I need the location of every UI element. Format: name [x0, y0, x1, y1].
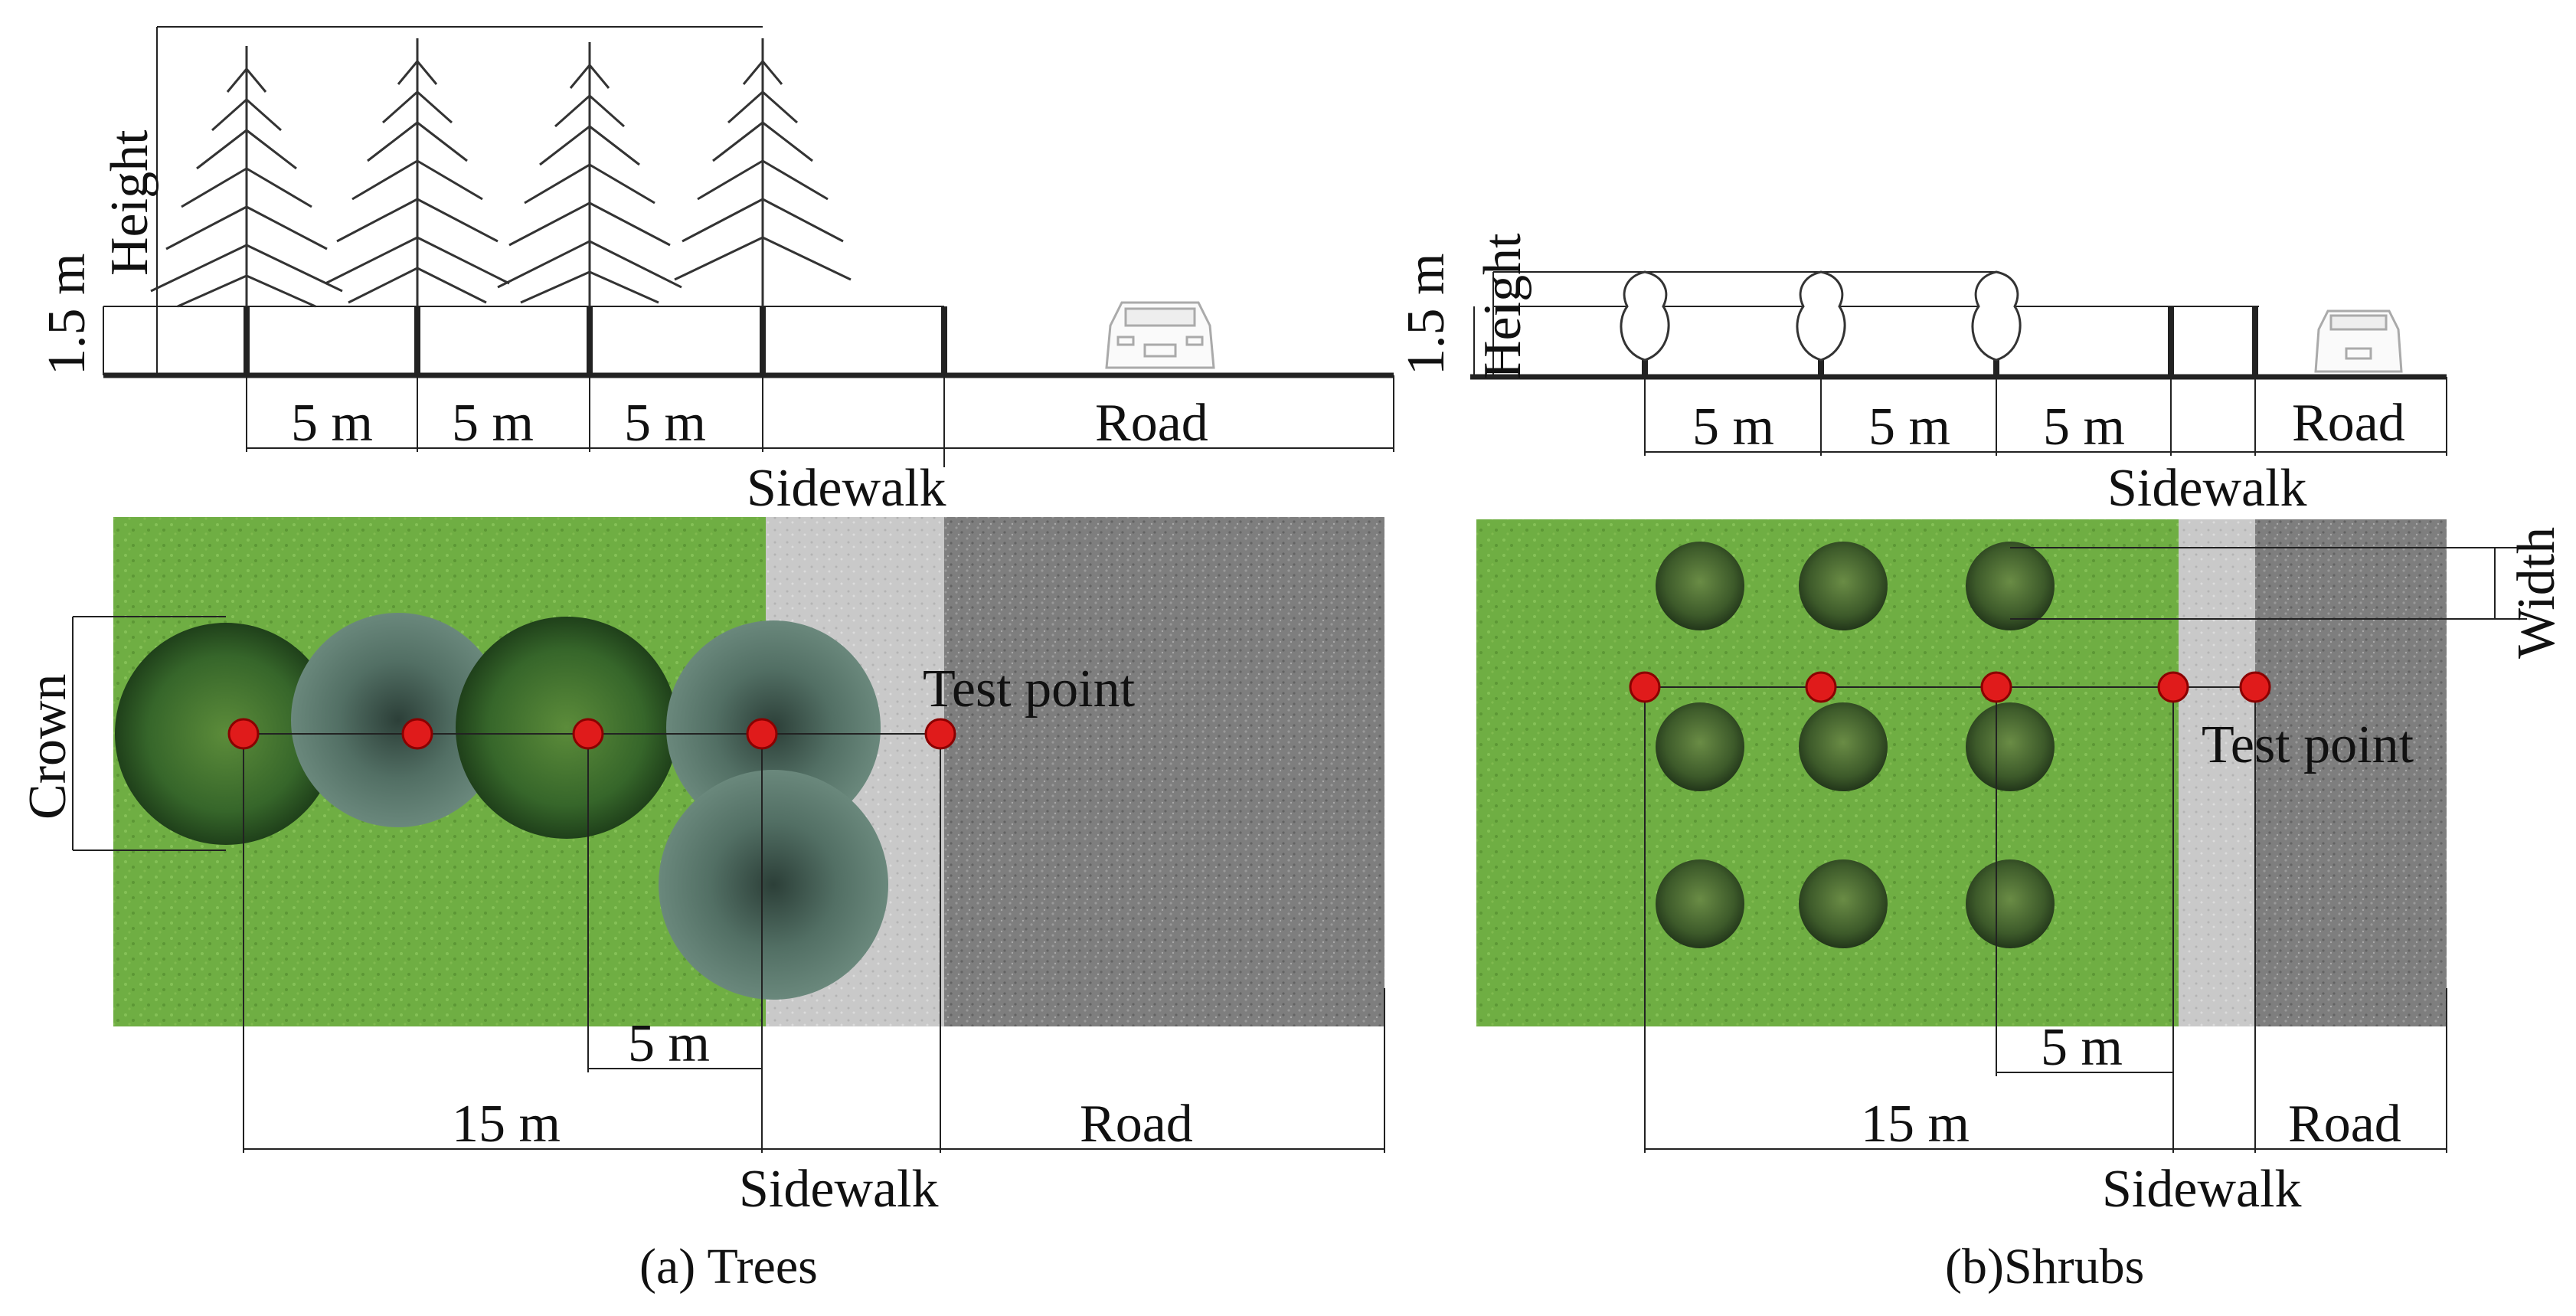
plan-5m-label-b: 5 m [2041, 1018, 2123, 1077]
panel-a-plan [72, 517, 1385, 1153]
panel-a-elevation [103, 26, 1394, 467]
shrub-outline-icon-1 [1620, 270, 1670, 362]
shrub-b-4 [1656, 702, 1744, 791]
sidewalk-label-a-elev: Sidewalk [747, 459, 946, 518]
shrub-b-1 [1656, 542, 1744, 630]
shrub-b-2 [1799, 542, 1888, 630]
conifer-tree-icons [150, 38, 852, 308]
test-point-label-b: Test point [2202, 715, 2414, 774]
test-point-a-4 [746, 718, 778, 750]
plan-15m-label-b: 15 m [1861, 1095, 1970, 1154]
shrub-outline-icon-2 [1796, 270, 1846, 362]
panel-b-plan [1476, 519, 2527, 1153]
shrub-plan-group [1656, 542, 2055, 948]
plan-sidewalk-label-b: Sidewalk [2102, 1160, 2302, 1219]
conifer-icon-3 [497, 42, 682, 306]
conifer-icon-4 [674, 38, 852, 306]
road-strip-b [2255, 519, 2447, 1026]
sidewalk-strip-b [2179, 519, 2255, 1026]
shrub-b-9 [1966, 859, 2055, 948]
test-point-b-1 [1629, 671, 1661, 703]
base-height-label-a: 1.5 m [38, 254, 96, 375]
test-point-a-3 [572, 718, 604, 750]
tree-crown-a-2 [291, 613, 505, 827]
test-point-b-5 [2239, 671, 2271, 703]
tree-crown-a-1 [115, 623, 337, 845]
tree-crown-a-5 [659, 770, 888, 1000]
caption-trees: (a) Trees [639, 1239, 818, 1295]
height-label-b: Height [1473, 233, 1532, 379]
test-point-a-2 [401, 718, 433, 750]
conifer-icon-2 [325, 38, 510, 306]
car-icon [1105, 301, 1215, 369]
spacing-label-a-2: 5 m [452, 394, 534, 453]
width-label: Width [2507, 527, 2566, 659]
spacing-label-a-1: 5 m [291, 394, 373, 453]
shrub-b-3 [1966, 542, 2055, 630]
plan-15m-label-a: 15 m [452, 1095, 561, 1154]
shrub-b-8 [1799, 859, 1888, 948]
plan-sidewalk-label-a: Sidewalk [739, 1160, 939, 1219]
spacing-label-a-3: 5 m [624, 394, 706, 453]
crown-label: Crown [18, 673, 77, 820]
height-label-a: Height [100, 129, 159, 276]
spacing-label-b-1: 5 m [1692, 398, 1774, 457]
caption-shrubs: (b)Shrubs [1945, 1239, 2144, 1295]
spacing-label-b-3: 5 m [2043, 398, 2125, 457]
test-point-b-3 [1980, 671, 2012, 703]
spacing-label-b-2: 5 m [1868, 398, 1950, 457]
test-point-b-2 [1805, 671, 1837, 703]
road-strip-a [944, 517, 1384, 1026]
test-point-label-a: Test point [923, 660, 1136, 719]
test-point-b-4 [2157, 671, 2189, 703]
sidewalk-label-b-elev: Sidewalk [2107, 459, 2307, 518]
shrub-outline-icon-3 [1971, 270, 2022, 362]
test-point-a-5 [924, 718, 956, 750]
shrub-b-7 [1656, 859, 1744, 948]
plan-road-label-a: Road [1080, 1095, 1193, 1154]
shrub-b-6 [1966, 702, 2055, 791]
base-height-label-b: 1.5 m [1397, 254, 1456, 375]
road-label-a-elev: Road [1095, 394, 1208, 453]
plan-5m-label-a: 5 m [628, 1014, 710, 1073]
conifer-icon-1 [150, 46, 343, 308]
shrub-b-5 [1799, 702, 1888, 791]
test-point-a-1 [227, 718, 260, 750]
tree-crown-a-3 [456, 617, 678, 839]
road-label-b-elev: Road [2292, 394, 2405, 453]
shrub-elevation-icons [1620, 270, 2022, 362]
plan-road-label-b: Road [2288, 1095, 2401, 1154]
car-icon-b [2314, 309, 2403, 373]
